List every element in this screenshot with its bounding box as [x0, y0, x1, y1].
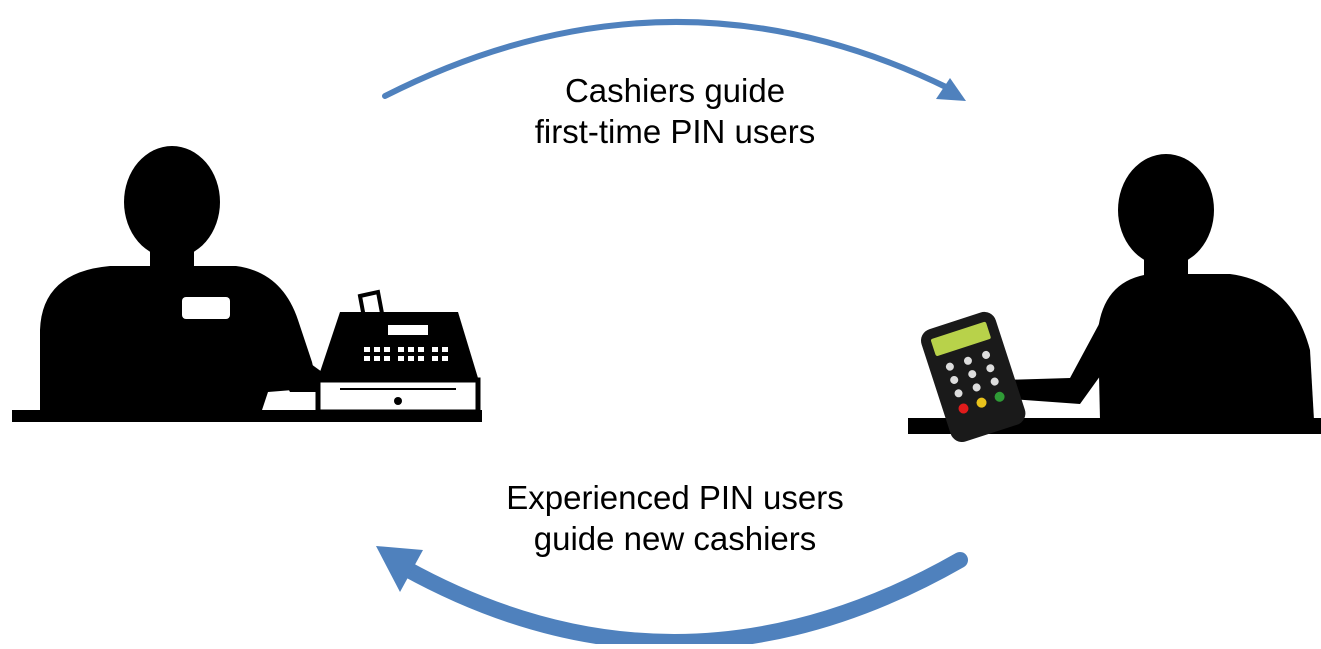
caption-top-line2: first-time PIN users: [534, 113, 816, 150]
top-arrow-head: [936, 78, 966, 101]
cashier-body: [40, 266, 318, 410]
caption-bottom: Experienced PIN users guide new cashiers: [415, 477, 935, 559]
bottom-arrow-head: [376, 546, 423, 592]
bottom-arrow: [376, 546, 968, 649]
caption-top-line1: Cashiers guide: [564, 72, 786, 109]
pin-pad-icon: [921, 311, 1026, 443]
top-arrow: [382, 18, 966, 101]
top-arrow-shaft: [382, 18, 951, 99]
name-badge: [182, 297, 230, 319]
customer-head: [1118, 154, 1214, 266]
cash-register-icon: [315, 289, 481, 415]
bottom-arrow-shaft: [397, 552, 968, 649]
caption-bottom-line1: Experienced PIN users: [506, 479, 844, 516]
caption-top: Cashiers guide first-time PIN users: [415, 70, 935, 152]
customer-body: [1098, 274, 1314, 420]
caption-bottom-line2: guide new cashiers: [533, 520, 817, 557]
cashier-head: [124, 146, 220, 258]
